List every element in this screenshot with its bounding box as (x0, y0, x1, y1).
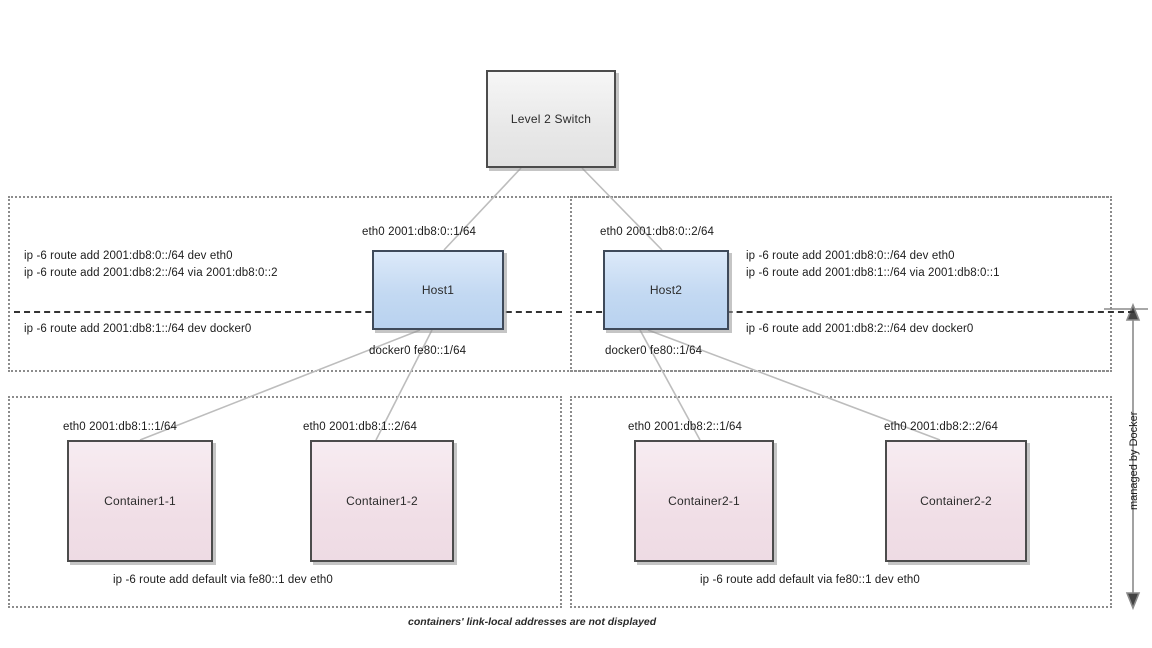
label-host2-eth0: eth0 2001:db8:0::2/64 (600, 226, 715, 238)
node-container1-1[interactable]: Container1-1 (67, 440, 213, 562)
label-container2-2-eth0: eth0 2001:db8:2::2/64 (884, 421, 999, 433)
route-host1-eth0-direct: ip -6 route add 2001:db8:0::/64 dev eth0 (24, 250, 233, 262)
label-host1-docker0: docker0 fe80::1/64 (369, 345, 467, 357)
node-level2-switch[interactable]: Level 2 Switch (486, 70, 616, 168)
route-host1-docker0: ip -6 route add 2001:db8:1::/64 dev dock… (24, 323, 252, 335)
label-container2-1-eth0: eth0 2001:db8:2::1/64 (628, 421, 743, 433)
label-container1-2-eth0: eth0 2001:db8:1::2/64 (303, 421, 418, 433)
label-container1-1-eth0: eth0 2001:db8:1::1/64 (63, 421, 178, 433)
node-container2-1[interactable]: Container2-1 (634, 440, 774, 562)
node-label-switch: Level 2 Switch (510, 112, 592, 126)
node-container1-2[interactable]: Container1-2 (310, 440, 454, 562)
node-host2[interactable]: Host2 (603, 250, 729, 330)
node-label-container1-2: Container1-2 (346, 494, 418, 508)
node-container2-2[interactable]: Container2-2 (885, 440, 1027, 562)
label-host1-eth0: eth0 2001:db8:0::1/64 (362, 226, 477, 238)
node-label-container2-2: Container2-2 (920, 494, 992, 508)
host1-routing-separator (14, 311, 562, 313)
managed-by-docker-label: managed by Docker (1128, 411, 1140, 510)
route-containers-left-default: ip -6 route add default via fe80::1 dev … (113, 574, 333, 586)
route-host2-docker0: ip -6 route add 2001:db8:2::/64 dev dock… (746, 323, 974, 335)
host2-routing-separator (576, 311, 1134, 313)
route-host2-eth0-direct: ip -6 route add 2001:db8:0::/64 dev eth0 (746, 250, 955, 262)
route-host2-via-host1: ip -6 route add 2001:db8:1::/64 via 2001… (746, 267, 1000, 279)
node-label-container1-1: Container1-1 (104, 494, 176, 508)
node-host1[interactable]: Host1 (372, 250, 504, 330)
diagram-caption: containers' link-local addresses are not… (408, 616, 657, 628)
route-host1-via-host2: ip -6 route add 2001:db8:2::/64 via 2001… (24, 267, 278, 279)
label-host2-docker0: docker0 fe80::1/64 (605, 345, 703, 357)
node-label-host1: Host1 (421, 283, 455, 297)
route-containers-right-default: ip -6 route add default via fe80::1 dev … (700, 574, 920, 586)
node-label-container2-1: Container2-1 (668, 494, 740, 508)
node-label-host2: Host2 (649, 283, 683, 297)
